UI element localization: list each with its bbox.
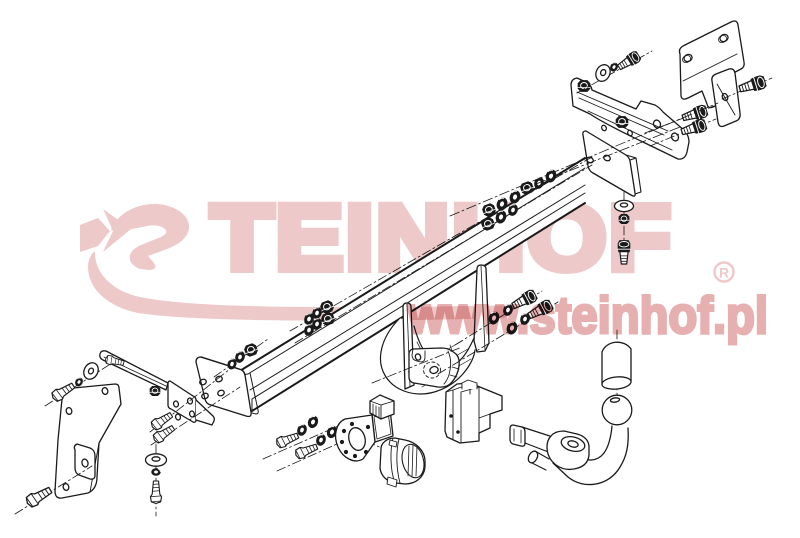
svg-text:www.steinhof.pl: www.steinhof.pl [407, 287, 768, 345]
svg-text:R: R [719, 265, 729, 281]
svg-text:TEINHOF: TEINHOF [211, 187, 673, 289]
